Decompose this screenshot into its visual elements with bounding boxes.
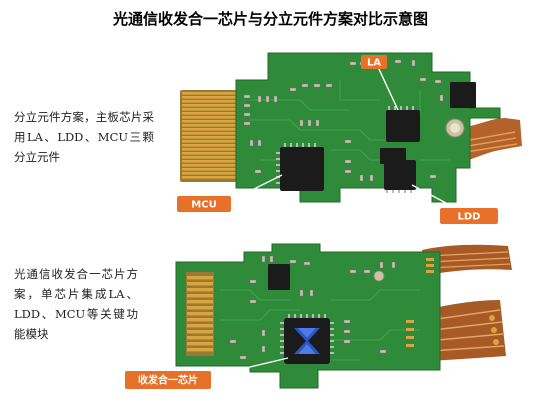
la-label: LA	[361, 55, 387, 69]
regulator-chip	[450, 82, 476, 108]
integrated-solution-caption: 光通信收发合一芯片方案，单芯片集成LA、LDD、MCU等关键功能模块	[14, 267, 138, 341]
la-label-text: LA	[367, 58, 381, 69]
discrete-board: LA MCU LDD	[177, 52, 522, 224]
chip-logo-icon	[294, 328, 320, 354]
discrete-solution-caption: 分立元件方案，主板芯片采用LA、LDD、MCU三颗分立元件	[14, 110, 154, 164]
gold-finger-pins-2	[187, 274, 213, 354]
integrated-board: 收发合一芯片	[125, 243, 512, 389]
mcu-label: MCU	[177, 196, 231, 212]
page-title: 光通信收发合一芯片与分立元件方案对比示意图	[112, 10, 428, 28]
ldd-pointer	[411, 184, 464, 213]
mcu-label-text: MCU	[191, 200, 216, 211]
passive-components	[243, 59, 459, 182]
ldd-label-text: LDD	[458, 212, 481, 223]
la-pointer	[377, 66, 399, 111]
transceiver-label-text: 收发合一芯片	[138, 374, 198, 387]
aux-chip	[268, 264, 290, 290]
ldd-chip	[384, 160, 416, 190]
transceiver-label: 收发合一芯片	[125, 371, 211, 389]
passive-components-2	[229, 255, 396, 360]
gold-finger-pins	[182, 92, 236, 180]
transceiver-pointer	[211, 357, 289, 377]
mcu-chip	[280, 147, 324, 191]
mcu-pointer	[231, 174, 283, 201]
mounting-hole-2	[373, 270, 385, 282]
la-chip	[386, 110, 420, 142]
ldd-label: LDD	[440, 208, 498, 224]
